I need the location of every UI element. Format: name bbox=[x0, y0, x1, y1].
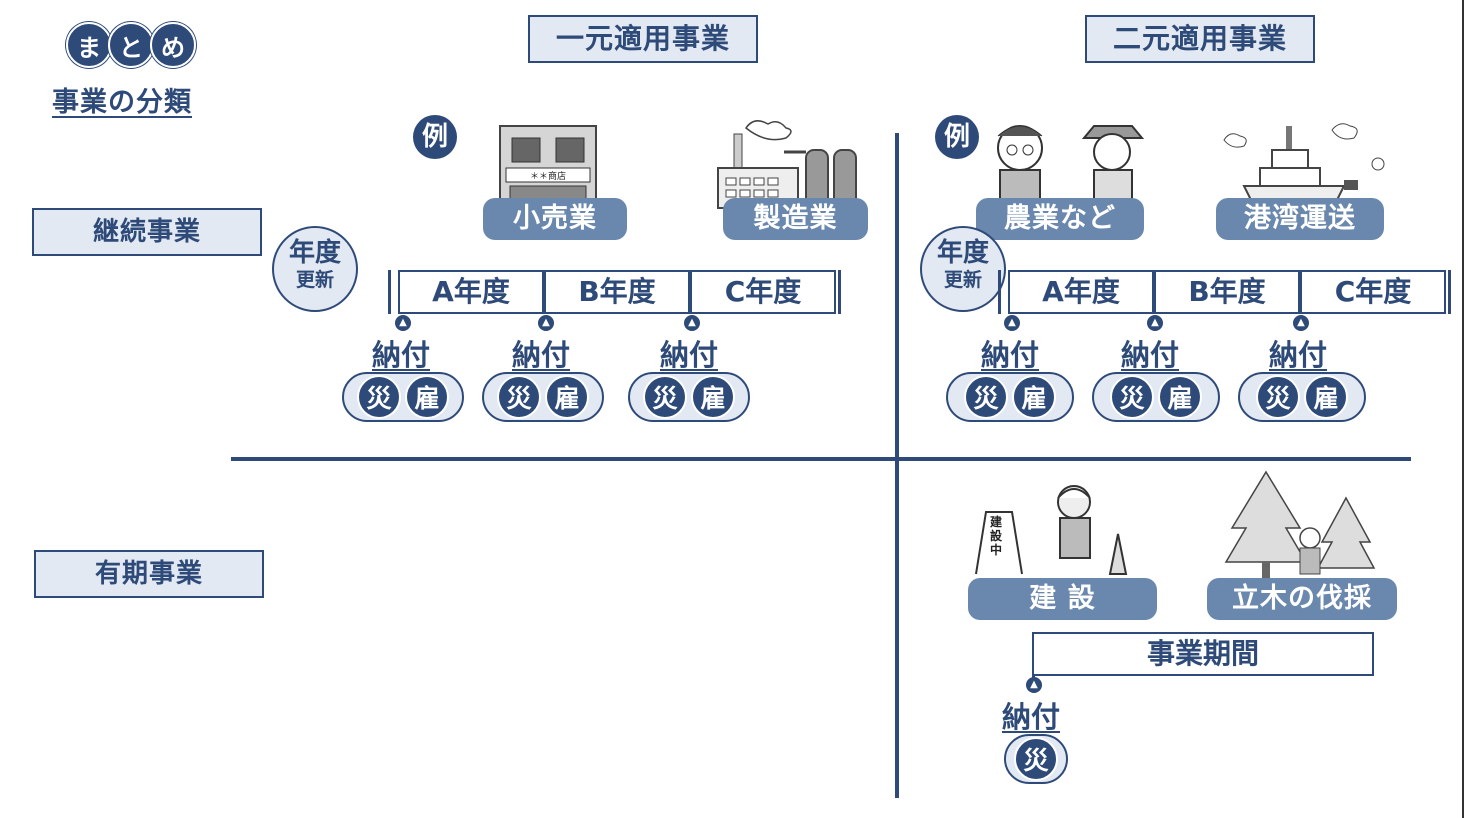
column-header-dual: 二元適用事業 bbox=[1085, 15, 1315, 63]
payment-marker-icon: ▲ bbox=[1147, 315, 1163, 331]
payment-label: 納付 bbox=[1121, 338, 1180, 372]
payment-label: 納付 bbox=[512, 338, 571, 372]
badge-char: と bbox=[108, 22, 154, 68]
industry-logging: 立木の伐採 bbox=[1207, 578, 1397, 620]
example-marker: 例 bbox=[413, 115, 457, 159]
ship-illustration bbox=[1223, 123, 1385, 207]
column-header-unitary: 一元適用事業 bbox=[528, 15, 758, 63]
badge-char: ま bbox=[66, 22, 112, 68]
payment-marker-icon: ▲ bbox=[1026, 677, 1042, 693]
year-box-b: B年度 bbox=[544, 270, 690, 314]
year-box-a: A年度 bbox=[1008, 270, 1154, 314]
year-box-a: A年度 bbox=[398, 270, 544, 314]
insurance-capsule: 災 雇 bbox=[482, 372, 604, 422]
payment-marker-icon: ▲ bbox=[684, 315, 700, 331]
payment-marker-icon: ▲ bbox=[1004, 315, 1020, 331]
fiscal-renewal-main: 年度 bbox=[936, 238, 989, 268]
accident-insurance-icon: 災 bbox=[357, 375, 401, 419]
industry-construction: 建 設 bbox=[968, 578, 1157, 620]
badge-char: め bbox=[150, 22, 196, 68]
construction-sign-char: 建 bbox=[989, 514, 1003, 529]
employment-insurance-icon: 雇 bbox=[1304, 375, 1348, 419]
payment-label: 納付 bbox=[981, 338, 1040, 372]
frame-edge bbox=[1462, 0, 1464, 818]
year-box-b: B年度 bbox=[1154, 270, 1300, 314]
accident-insurance-icon: 災 bbox=[1256, 375, 1300, 419]
payment-marker-icon: ▲ bbox=[1293, 315, 1309, 331]
year-box-c: C年度 bbox=[690, 270, 836, 314]
forest-illustration bbox=[1224, 470, 1376, 580]
industry-agriculture: 農業など bbox=[976, 198, 1144, 240]
employment-insurance-icon: 雇 bbox=[691, 375, 735, 419]
industry-manufacturing: 製造業 bbox=[723, 198, 868, 240]
payment-label: 納付 bbox=[372, 338, 431, 372]
construction-sign-char: 設 bbox=[990, 528, 1003, 543]
fiscal-renewal-badge: 年度 更新 bbox=[920, 226, 1006, 312]
insurance-capsule: 災 雇 bbox=[628, 372, 750, 422]
employment-insurance-icon: 雇 bbox=[545, 375, 589, 419]
example-marker: 例 bbox=[935, 115, 979, 159]
shop-sign: ＊＊商店 bbox=[530, 170, 566, 182]
year-box-c: C年度 bbox=[1300, 270, 1446, 314]
insurance-capsule: 災 雇 bbox=[946, 372, 1074, 422]
insurance-capsule: 災 雇 bbox=[1092, 372, 1220, 422]
accident-insurance-icon: 災 bbox=[1110, 375, 1154, 419]
row-label-fixed-term: 有期事業 bbox=[34, 550, 264, 598]
payment-label: 納付 bbox=[1002, 700, 1061, 734]
vertical-divider bbox=[895, 133, 899, 798]
business-period-box: 事業期間 bbox=[1032, 632, 1374, 676]
payment-marker-icon: ▲ bbox=[538, 315, 554, 331]
construction-illustration: 建 設 中 bbox=[975, 485, 1128, 575]
shop-illustration: ＊＊商店 bbox=[499, 125, 597, 213]
timeline-bar bbox=[838, 270, 841, 314]
fiscal-renewal-main: 年度 bbox=[288, 238, 341, 268]
industry-port-transport: 港湾運送 bbox=[1216, 198, 1384, 240]
payment-label: 納付 bbox=[1269, 338, 1328, 372]
farmer-illustration bbox=[997, 125, 1145, 209]
insurance-capsule: 災 bbox=[1004, 734, 1068, 784]
payment-label: 納付 bbox=[660, 338, 719, 372]
accident-insurance-icon: 災 bbox=[964, 375, 1008, 419]
factory-illustration bbox=[717, 120, 857, 209]
construction-sign-char: 中 bbox=[990, 542, 1002, 557]
summary-badge: ま と め bbox=[66, 22, 196, 72]
timeline-bar bbox=[1448, 270, 1451, 314]
horizontal-divider bbox=[231, 457, 1411, 461]
employment-insurance-icon: 雇 bbox=[1158, 375, 1202, 419]
accident-insurance-icon: 災 bbox=[497, 375, 541, 419]
insurance-capsule: 災 雇 bbox=[342, 372, 464, 422]
fiscal-renewal-badge: 年度 更新 bbox=[272, 226, 358, 312]
timeline-bar bbox=[388, 270, 391, 314]
page-title: 事業の分類 bbox=[52, 87, 192, 118]
accident-insurance-icon: 災 bbox=[1014, 737, 1058, 781]
timeline-bar bbox=[998, 270, 1001, 314]
insurance-capsule: 災 雇 bbox=[1238, 372, 1366, 422]
row-label-continuous: 継続事業 bbox=[32, 208, 262, 256]
employment-insurance-icon: 雇 bbox=[1012, 375, 1056, 419]
fiscal-renewal-sub: 更新 bbox=[943, 269, 982, 291]
payment-marker-icon: ▲ bbox=[395, 315, 411, 331]
accident-insurance-icon: 災 bbox=[643, 375, 687, 419]
fiscal-renewal-sub: 更新 bbox=[295, 269, 334, 291]
industry-retail: 小売業 bbox=[483, 198, 627, 240]
employment-insurance-icon: 雇 bbox=[405, 375, 449, 419]
